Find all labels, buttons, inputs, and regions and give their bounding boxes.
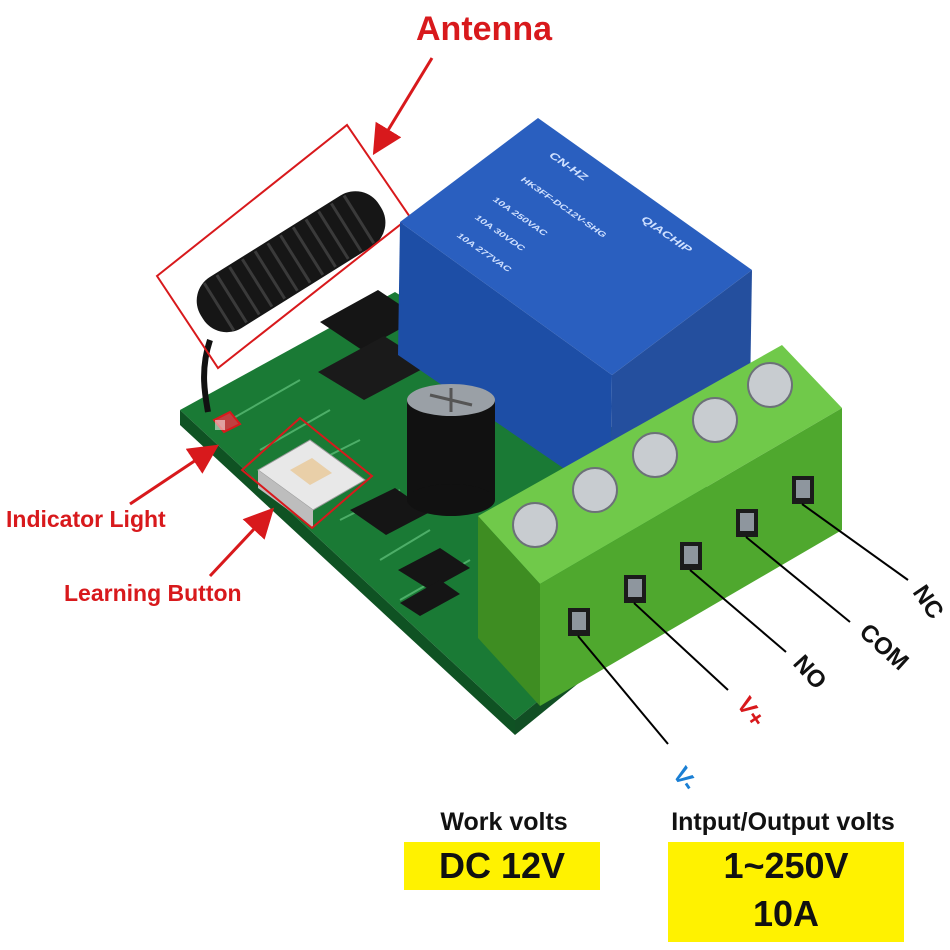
io-volts-line2: 10A xyxy=(752,893,820,934)
annotation-arrows xyxy=(129,57,434,578)
learning-button-part xyxy=(257,439,366,528)
terminal-label-no: NO xyxy=(788,650,832,695)
work-volts-value-box: DC 12V xyxy=(404,842,600,890)
capacitor xyxy=(407,384,495,516)
work-volts-value: DC 12V xyxy=(438,845,566,886)
indicator-light-label: Indicator Light xyxy=(6,506,166,532)
terminal-label-com: COM xyxy=(854,618,914,676)
io-volts-line1: 1~250V xyxy=(723,845,849,886)
terminal-lines xyxy=(577,503,909,745)
io-volts-title: Intput/Output volts xyxy=(671,808,895,836)
indicator-led xyxy=(212,410,242,434)
antenna-label: Antenna xyxy=(416,10,552,48)
terminal-block xyxy=(478,345,842,706)
learning-button-label: Learning Button xyxy=(64,580,242,606)
relay: CN-HZ QIACHIP HK3FF-DC12V-SHG 10A 250VAC… xyxy=(398,118,752,500)
terminal-label-nc: NC xyxy=(907,580,949,624)
io-volts-value-box: 1~250V 10A xyxy=(668,842,904,942)
work-volts-title: Work volts xyxy=(440,808,568,836)
terminal-label-v-minus: V- xyxy=(667,762,702,796)
terminal-label-v-plus: V+ xyxy=(731,692,770,732)
learning-button-highlight xyxy=(240,416,374,530)
antenna-coil xyxy=(196,191,386,413)
